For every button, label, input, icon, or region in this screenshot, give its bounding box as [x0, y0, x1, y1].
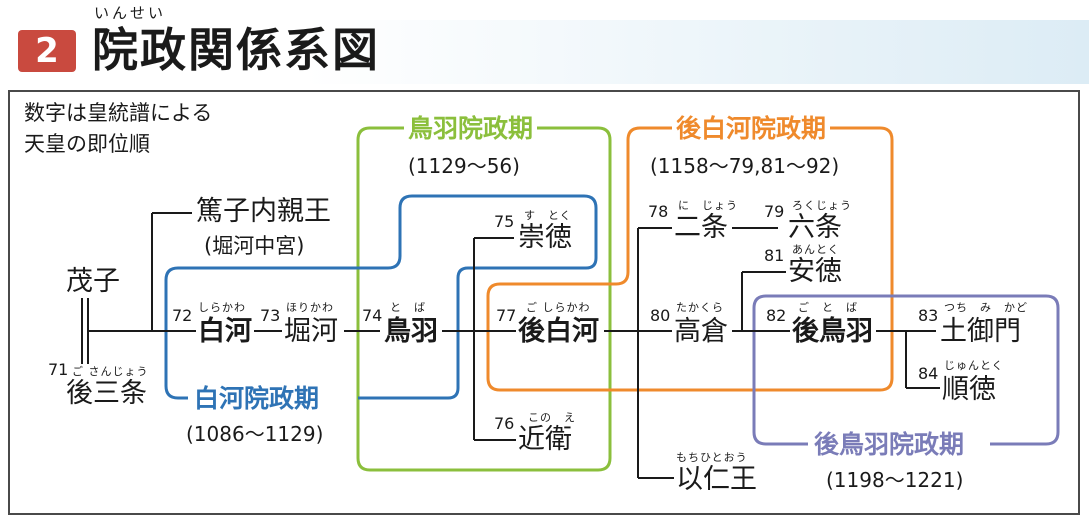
rokujo-number: 79 — [764, 202, 785, 221]
person-gosanjo: 後三条 — [66, 378, 147, 409]
period-box-shirakawa — [358, 194, 598, 400]
gotoba-ruby: ご と ば — [798, 301, 858, 314]
konoe-number: 76 — [494, 414, 515, 433]
goshirakawa-number: 77 — [496, 306, 517, 325]
horikawa-number: 73 — [260, 306, 281, 325]
takakura-ruby: たかくら — [676, 301, 724, 314]
person-gotoba: 後鳥羽 — [792, 316, 873, 347]
person-mochihito: 以仁王 — [676, 464, 757, 495]
period-title-goshirakawa: 後白河院政期 — [672, 116, 831, 141]
period-range-shirakawa: (1086～1129) — [186, 422, 324, 446]
konoe-ruby: この え — [528, 411, 576, 424]
juntoku-ruby: じゅんとく — [944, 359, 1004, 372]
person-tokushi: 篤子内親王 — [196, 196, 331, 227]
note-line-1: 数字は皇統譜による — [24, 101, 213, 125]
antoku-ruby: あんとく — [792, 243, 840, 256]
period-range-gotoba: (1198～1221) — [826, 468, 964, 492]
period-title-shirakawa: 白河院政期 — [190, 386, 324, 411]
period-title-toba: 鳥羽院政期 — [404, 116, 538, 141]
section-number-badge: 2 — [18, 30, 76, 72]
takakura-number: 80 — [650, 306, 671, 325]
period-range-goshirakawa: (1158～79,81～92) — [650, 154, 840, 178]
tsuchimikado-number: 83 — [918, 306, 939, 325]
sutoku-number: 75 — [494, 212, 515, 231]
antoku-number: 81 — [764, 246, 785, 265]
person-tsuchimikado: 土御門 — [940, 316, 1021, 347]
toba-ruby: と ば — [390, 301, 426, 314]
person-juntoku: 順徳 — [942, 374, 996, 405]
period-box-gotoba — [766, 294, 1060, 446]
diagram-note: 数字は皇統譜による 天皇の即位順 — [24, 98, 284, 160]
rokujo-ruby: ろくじょう — [792, 199, 852, 212]
person-nijo: 二条 — [674, 212, 728, 243]
goshirakawa-ruby: ご しらかわ — [526, 301, 591, 314]
person-tokushi-note: (堀河中宮) — [204, 234, 305, 258]
note-line-2: 天皇の即位順 — [24, 132, 150, 156]
mochihito-ruby: もちひとおう — [676, 451, 748, 464]
person-rokujo: 六条 — [788, 212, 842, 243]
period-range-toba: (1129～56) — [408, 154, 520, 178]
gosanjo-ruby: ご さんじょう — [72, 365, 149, 378]
tsuchimikado-ruby: つち み かど — [944, 301, 1028, 314]
title-ruby: いんせい — [94, 4, 167, 22]
juntoku-number: 84 — [918, 364, 939, 383]
nijo-number: 78 — [648, 202, 669, 221]
person-toba: 鳥羽 — [384, 316, 438, 347]
period-title-gotoba: 後鳥羽院政期 — [810, 432, 969, 457]
person-moshi: 茂子 — [66, 266, 120, 297]
gotoba-number: 82 — [766, 306, 787, 325]
period-box-goshirakawa — [486, 126, 894, 392]
person-takakura: 高倉 — [674, 316, 728, 347]
nijo-ruby: に じょう — [678, 199, 738, 212]
title-bar — [0, 20, 1089, 84]
page-title: 院政関係系図 — [92, 23, 380, 77]
toba-number: 74 — [362, 306, 383, 325]
person-shirakawa: 白河 — [198, 316, 252, 347]
gosanjo-number: 71 — [48, 360, 69, 379]
person-sutoku: 崇徳 — [518, 222, 572, 253]
person-goshirakawa: 後白河 — [518, 316, 599, 347]
horikawa-ruby: ほりかわ — [286, 301, 334, 314]
period-box-shirakawa-left — [164, 194, 413, 400]
sutoku-ruby: す とく — [524, 209, 572, 222]
person-antoku: 安徳 — [788, 256, 842, 287]
shirakawa-ruby: しらかわ — [198, 301, 246, 314]
person-konoe: 近衛 — [518, 424, 572, 455]
person-horikawa: 堀河 — [284, 316, 338, 347]
period-box-toba — [356, 126, 612, 472]
period-box-gotoba-left — [752, 294, 808, 446]
shirakawa-number: 72 — [172, 306, 193, 325]
